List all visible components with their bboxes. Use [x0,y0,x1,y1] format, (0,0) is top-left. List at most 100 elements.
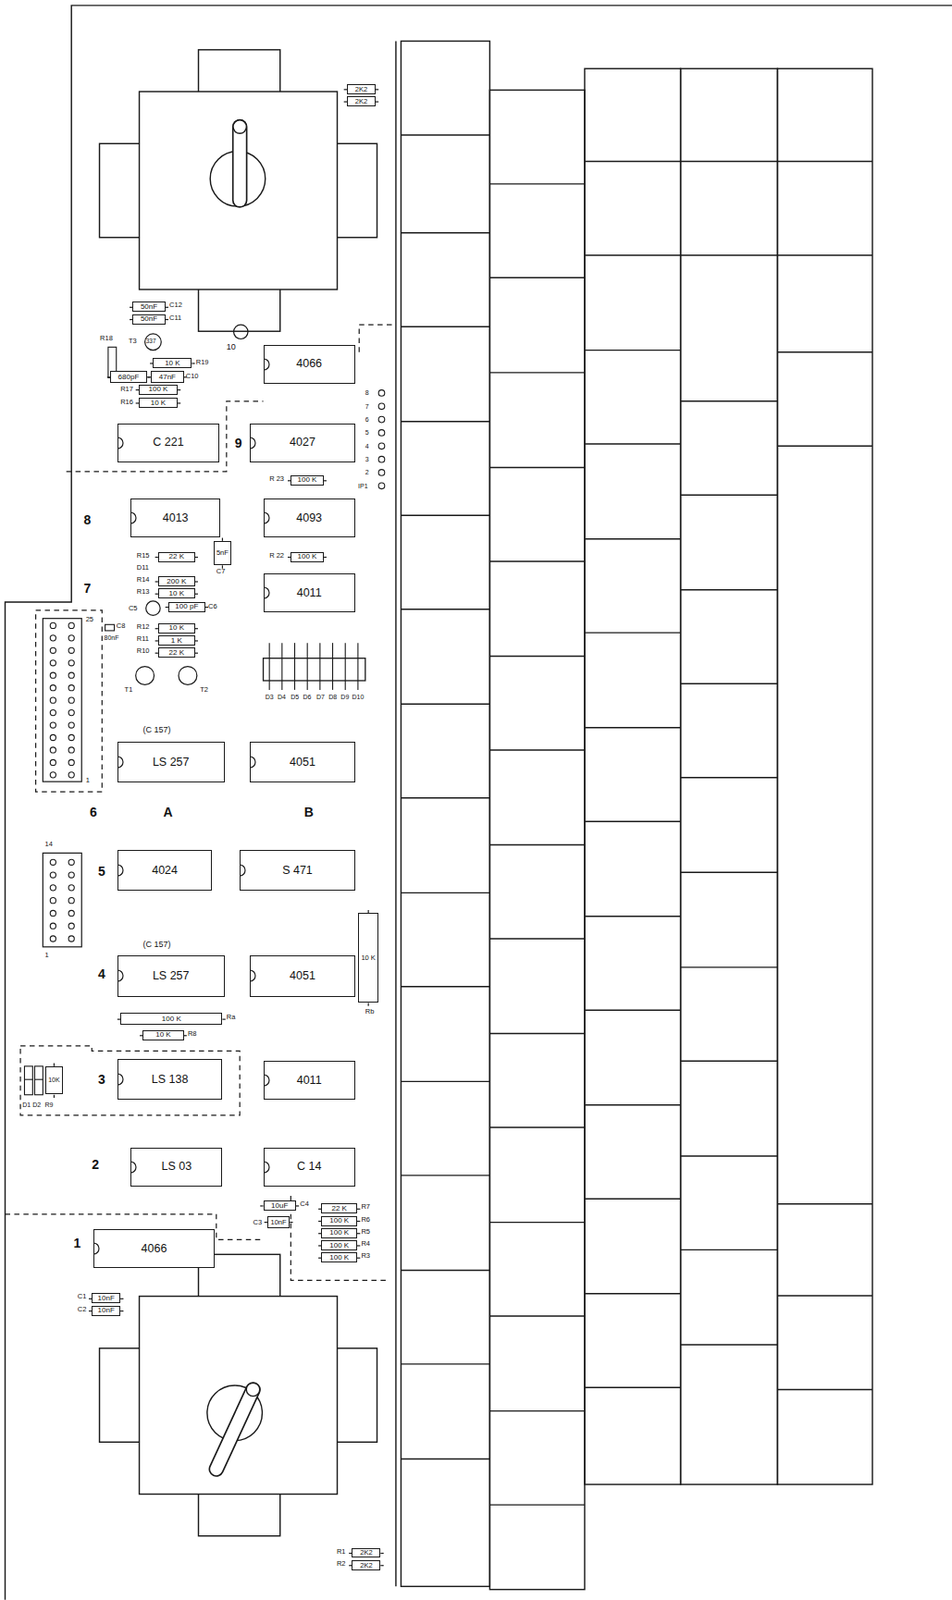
header-pin [68,685,75,692]
joystick [99,49,378,332]
capacitor-symbol [105,624,115,631]
component-body: 100 pF [168,602,206,613]
chip-notch [239,864,248,878]
key-divider [680,589,779,591]
ic-chip: S 471 [239,850,356,891]
part-reference: C6 [208,603,218,611]
component-lead [195,556,198,558]
dashed-region [20,1046,240,1116]
component-lead [357,1258,360,1260]
header-pin [68,923,75,929]
chip-type: 4093 [296,512,322,525]
part-reference: C8 [116,622,126,631]
section-number: 4 [98,967,106,981]
key-divider [489,1504,585,1506]
component-lead [222,1019,225,1021]
part-reference: 80nF [103,634,119,642]
diode-lead [269,642,271,691]
dashed-region [66,401,264,472]
diode-symbol [24,1066,33,1096]
section-number: B [304,805,314,819]
component-body: 10 K [142,1030,184,1041]
section-number: 1 [73,1236,81,1250]
header-pin [68,635,75,642]
component-lead [357,1233,360,1235]
joystick-body [139,1297,338,1496]
chip-notch [117,1073,125,1087]
component-lead [296,1205,299,1207]
key-divider [584,349,681,351]
key-divider [680,494,779,496]
header-pin [68,898,75,904]
part-reference: IP1 [358,482,369,490]
section-number: 8 [83,513,91,527]
joystick-body [139,91,338,290]
key-divider [584,254,681,256]
component-value: 680pF [118,373,140,382]
key-divider [489,1222,585,1224]
part-reference: (C 157) [142,726,171,735]
chip-type: LS 257 [152,970,190,983]
key-column [680,68,779,1485]
key-divider [489,560,585,562]
chip-notch [263,1161,272,1175]
component-lead [195,653,198,655]
header-pin [49,622,56,629]
component-value: 10 K [169,590,185,598]
part-reference: R13 [136,588,150,596]
key-divider [680,966,779,968]
dashed-region [358,324,396,353]
component-lead [195,593,198,595]
ic-chip: C 221 [117,423,220,463]
board-outline [5,5,952,1600]
part-reference: (C 157) [142,940,171,950]
ic-chip: 4011 [263,1061,356,1101]
key-divider [584,1199,681,1200]
part-reference: T3 [128,337,137,346]
header-pin [49,660,56,667]
component-value: 2K2 [355,86,368,94]
chip-type: 4011 [296,587,322,600]
part-reference: D9 [340,693,349,701]
header-pin [49,710,56,717]
chip-type: 4051 [289,756,316,769]
chip-notch [263,1075,270,1087]
component-body: 22 K [321,1203,358,1214]
joystick-knob [233,120,247,134]
component-value: 50nF [140,315,158,323]
part-reference: D8 [328,693,337,701]
section-number: 5 [98,865,106,878]
component-lead [375,88,379,90]
key-divider [400,892,490,894]
part-reference: 1 [86,777,90,785]
component-value: 10 K [155,1031,171,1039]
diode-lead [332,642,334,691]
joystick-stick [234,126,247,200]
chip-type: C 221 [152,436,184,449]
chip-notch [263,512,270,524]
component-body: 2K2 [351,1548,381,1559]
header-pin [68,872,75,878]
key-divider [489,844,585,846]
chip-type: 4066 [141,1243,168,1256]
ic-chip: 4093 [263,498,356,538]
key-divider [680,400,779,402]
pin-pad [378,456,385,463]
component-value: 2K2 [359,1549,372,1558]
header-pin [49,923,56,929]
part-reference: Rb [365,1008,375,1016]
component-value: 22 K [169,553,185,561]
component-lead [380,1565,384,1567]
part-reference: R10 [136,647,150,656]
chip-notch [117,437,124,449]
component-body: 680pF [110,370,148,383]
part-reference: D2 [32,1101,41,1109]
header-pin [68,710,75,717]
part-reference: R8 [187,1030,198,1039]
component-body: 1 K [158,635,196,646]
part-reference: T1 [124,686,134,694]
component-value: 2K2 [355,98,368,106]
key-column [400,40,490,1587]
